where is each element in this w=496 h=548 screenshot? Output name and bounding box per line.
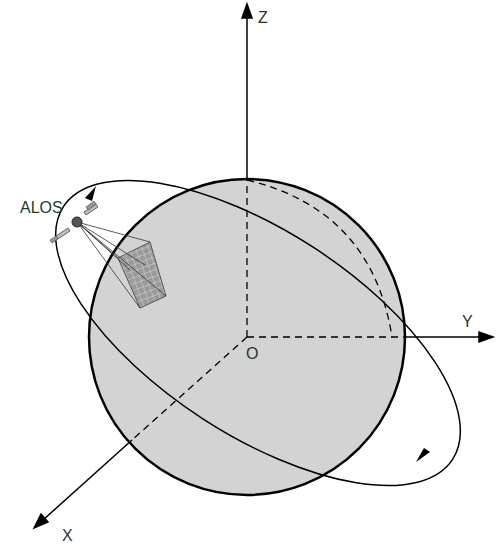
sensor-beams — [77, 222, 166, 308]
orbit — [8, 121, 496, 545]
earth-sphere — [89, 179, 405, 495]
hidden-lines — [132, 180, 404, 440]
origin-label: O — [246, 346, 258, 362]
axes — [34, 4, 493, 528]
sensor-footprint — [118, 242, 166, 308]
axis-label: X — [62, 528, 73, 544]
orbit-arrowhead — [416, 448, 430, 462]
satellite-label: ALOS — [20, 200, 63, 216]
axis-label: Y — [462, 314, 473, 330]
orbit-arrowhead — [85, 186, 96, 201]
axis-label: Z — [258, 10, 268, 26]
